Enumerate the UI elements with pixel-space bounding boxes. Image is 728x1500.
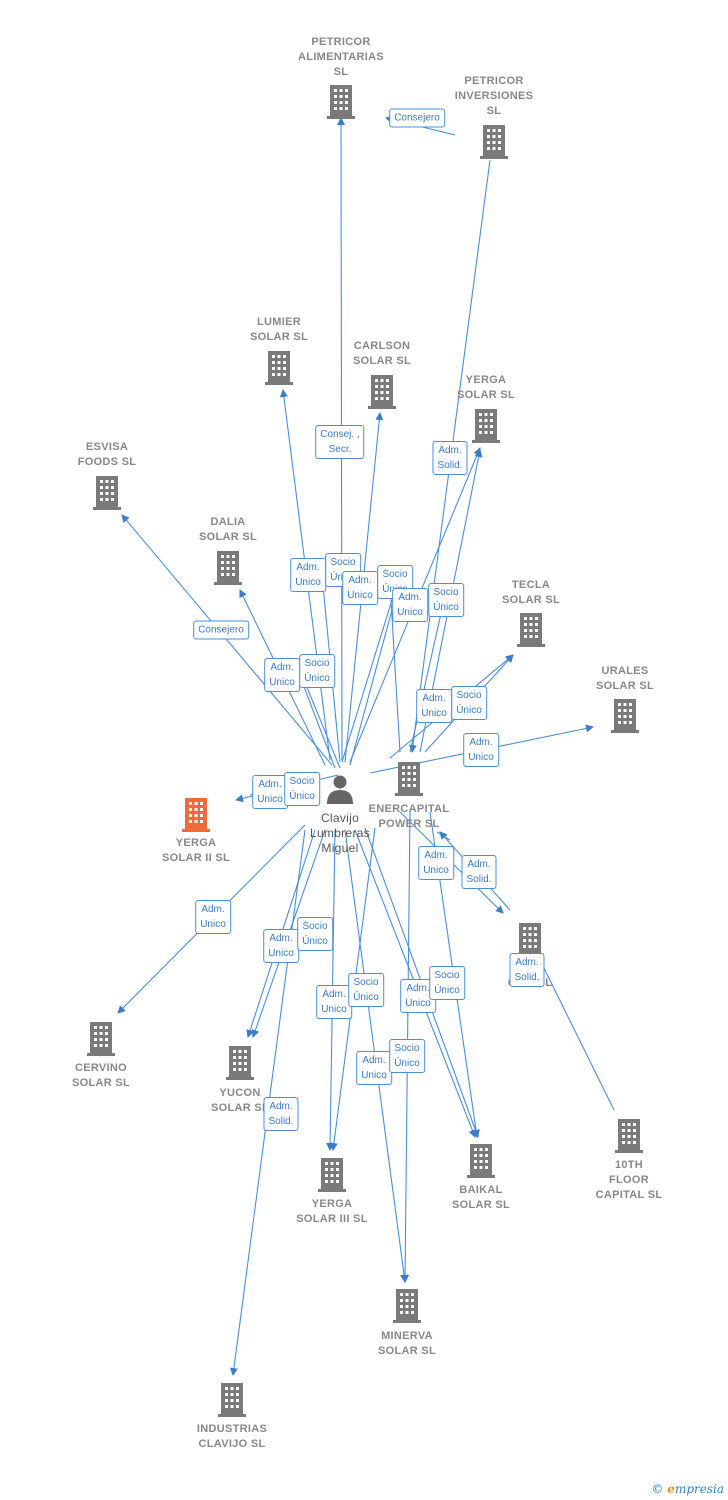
edge-label-e10[interactable]: Consejero bbox=[193, 620, 249, 640]
edge-label-e21[interactable]: Adm. Unico bbox=[263, 929, 299, 963]
edge-label-e27[interactable]: Socio Único bbox=[429, 966, 465, 1000]
building-icon[interactable] bbox=[93, 476, 121, 510]
node-label-enercapital[interactable]: ENERCAPITAL POWER SL bbox=[368, 803, 450, 830]
edge-line bbox=[121, 514, 333, 766]
edge-label-e4[interactable]: Adm. Unico bbox=[290, 558, 326, 592]
building-icon[interactable] bbox=[467, 1144, 495, 1178]
edge-label-e17[interactable]: Socio Único bbox=[284, 772, 320, 806]
edge-label-e29[interactable]: Socio Único bbox=[389, 1039, 425, 1073]
edge-line bbox=[341, 599, 393, 763]
edge-label-e12[interactable]: Socio Único bbox=[299, 654, 335, 688]
building-icon[interactable] bbox=[480, 125, 508, 159]
node-label-person[interactable]: Clavijo Lumbreras Miguel bbox=[309, 811, 371, 855]
edge-label-e25[interactable]: Socio Único bbox=[348, 973, 384, 1007]
node-label-baikal[interactable]: BAIKAL SOLAR SL bbox=[451, 1184, 511, 1211]
node-label-cervino[interactable]: CERVINO SOLAR SL bbox=[71, 1062, 131, 1089]
node-label-petricor-alimentarias[interactable]: PETRICOR ALIMENTARIAS SL bbox=[298, 36, 384, 78]
node-label-esvisa[interactable]: ESVISA FOODS SL bbox=[77, 441, 137, 468]
edge-line bbox=[303, 679, 341, 769]
edge-label-e14[interactable]: Socio Único bbox=[451, 686, 487, 720]
building-icon[interactable] bbox=[516, 923, 544, 957]
building-icon[interactable] bbox=[615, 1119, 643, 1153]
edge-label-e1[interactable]: Consejero bbox=[389, 108, 445, 128]
node-label-petricor-inversiones[interactable]: PETRICOR INVERSIONES SL bbox=[454, 75, 534, 117]
node-label-tenth[interactable]: 10TH FLOOR CAPITAL SL bbox=[595, 1159, 663, 1201]
building-icon[interactable] bbox=[611, 699, 639, 733]
node-label-dalia[interactable]: DALIA SOLAR SL bbox=[198, 516, 258, 543]
node-label-minerva[interactable]: MINERVA SOLAR SL bbox=[377, 1330, 437, 1357]
edge-label-e2[interactable]: Consej. , Secr. bbox=[315, 425, 365, 459]
building-icon[interactable] bbox=[182, 798, 210, 832]
building-icon[interactable] bbox=[214, 551, 242, 585]
edge-label-e3[interactable]: Adm. Solid. bbox=[432, 441, 468, 475]
edge-label-e8[interactable]: Adm. Unico bbox=[392, 588, 428, 622]
copyright-icon: © bbox=[651, 1482, 664, 1496]
node-label-yerga3[interactable]: YERGA SOLAR III SL bbox=[296, 1198, 368, 1225]
edge-label-e20[interactable]: Adm. Unico bbox=[195, 900, 231, 934]
edge-label-e30[interactable]: Adm. Solid. bbox=[263, 1097, 299, 1131]
person-icon[interactable] bbox=[327, 775, 353, 805]
edge-label-e13[interactable]: Adm. Unico bbox=[416, 689, 452, 723]
edge-label-e15[interactable]: Adm. Unico bbox=[463, 733, 499, 767]
node-label-carlson[interactable]: CARLSON SOLAR SL bbox=[352, 340, 412, 367]
edge-line bbox=[349, 609, 393, 766]
building-icon[interactable] bbox=[472, 409, 500, 443]
edge-label-e9[interactable]: Socio Único bbox=[428, 583, 464, 617]
building-icon[interactable] bbox=[87, 1022, 115, 1056]
edge-label-e22[interactable]: Socio Único bbox=[297, 917, 333, 951]
edge-line bbox=[539, 959, 615, 1111]
edge-label-e24[interactable]: Adm. Unico bbox=[316, 985, 352, 1019]
building-icon[interactable] bbox=[517, 613, 545, 647]
node-label-industrias[interactable]: INDUSTRIAS CLAVIJO SL bbox=[196, 1423, 268, 1450]
edge-line bbox=[409, 599, 445, 753]
building-icon[interactable] bbox=[393, 1289, 421, 1323]
node-label-tecla[interactable]: TECLA SOLAR SL bbox=[501, 579, 561, 606]
node-icons bbox=[87, 85, 643, 1417]
edge-label-e28[interactable]: Adm. Unico bbox=[356, 1051, 392, 1085]
building-icon[interactable] bbox=[265, 351, 293, 385]
edge-label-e6[interactable]: Adm. Unico bbox=[342, 571, 378, 605]
brand-initial: e bbox=[667, 1482, 675, 1496]
edges bbox=[117, 115, 615, 1376]
edge-label-e23[interactable]: Adm. Solid. bbox=[509, 953, 545, 987]
building-icon[interactable] bbox=[368, 375, 396, 409]
brand-name: mpresia bbox=[674, 1482, 724, 1496]
edge-label-e18[interactable]: Adm. Unico bbox=[418, 846, 454, 880]
node-label-lumier[interactable]: LUMIER SOLAR SL bbox=[249, 316, 309, 343]
building-icon[interactable] bbox=[327, 85, 355, 119]
node-label-urales[interactable]: URALES SOLAR SL bbox=[595, 665, 655, 692]
building-icon[interactable] bbox=[218, 1383, 246, 1417]
building-icon[interactable] bbox=[318, 1158, 346, 1192]
node-label-yucon[interactable]: YUCON SOLAR SL bbox=[210, 1087, 270, 1114]
node-label-yerga[interactable]: YERGA SOLAR SL bbox=[456, 374, 516, 401]
brand-watermark: © empresia bbox=[651, 1482, 724, 1496]
edge-label-e11[interactable]: Adm. Unico bbox=[264, 658, 300, 692]
edge-label-e19[interactable]: Adm. Solid. bbox=[461, 855, 497, 889]
node-label-yerga2[interactable]: YERGA SOLAR II SL bbox=[161, 837, 231, 864]
edge-label-e16[interactable]: Adm. Unico bbox=[252, 775, 288, 809]
building-icon[interactable] bbox=[226, 1046, 254, 1080]
building-icon[interactable] bbox=[395, 762, 423, 796]
